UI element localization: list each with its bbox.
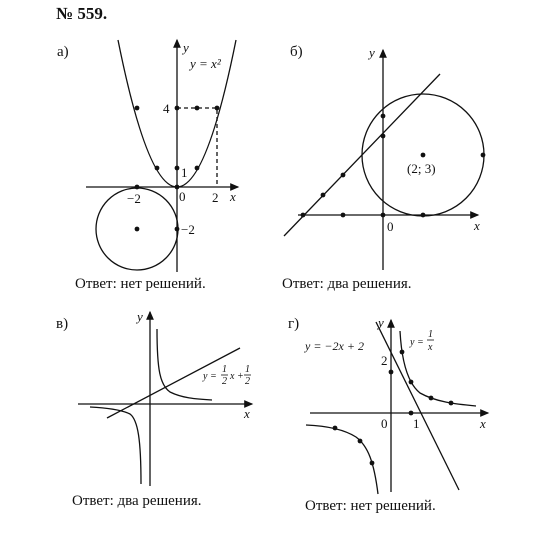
graph-g-hyperbola-label: y = 1 x	[409, 329, 434, 353]
graph-g-tick-2: 2	[381, 353, 388, 368]
graph-v-line	[106, 347, 241, 419]
answer-a: Ответ: нет решений.	[75, 276, 206, 292]
graph-a-tick-2: 2	[212, 190, 219, 205]
graph-a-point	[214, 105, 220, 111]
svg-text:2: 2	[222, 376, 227, 387]
svg-text:1: 1	[428, 329, 433, 340]
graph-g-point	[408, 410, 414, 416]
graph-g-hyperbola-right	[399, 330, 477, 407]
graph-a-point	[174, 226, 180, 232]
graph-b-point	[420, 212, 426, 218]
graph-a-y-label: y	[181, 40, 189, 55]
graph-b-point	[480, 152, 486, 158]
answer-v: Ответ: два решения.	[72, 493, 202, 509]
graph-g	[305, 318, 490, 495]
graph-a-tick-1: 1	[181, 165, 188, 180]
graph-g-tick-1: 1	[413, 416, 420, 431]
graph-v-hyperbola-left	[89, 406, 142, 485]
graph-g-point	[332, 425, 338, 431]
answer-b: Ответ: два решения.	[282, 276, 412, 292]
graph-a-points	[134, 105, 220, 232]
graph-a-point	[154, 165, 160, 171]
svg-text:x +: x +	[229, 371, 244, 382]
graph-v-y-label: y	[135, 309, 143, 324]
graph-b-point	[320, 192, 326, 198]
graph-a-point	[134, 184, 140, 190]
problem-number: № 559.	[56, 4, 108, 23]
graph-a-point	[174, 165, 180, 171]
panel-label-a: а)	[57, 44, 69, 60]
graph-a-tick-minus2-y: −2	[181, 222, 195, 237]
graph-b-center-label: (2; 3)	[407, 161, 436, 176]
graph-a-x-label: x	[229, 189, 236, 204]
graph-g-point	[428, 395, 434, 401]
svg-text:y =: y =	[202, 371, 217, 382]
graph-b-point	[380, 133, 386, 139]
panel-label-g: г)	[288, 316, 300, 332]
graph-a	[86, 38, 240, 272]
graph-b-circle-center	[420, 152, 426, 158]
svg-text:x: x	[427, 342, 433, 353]
graph-g-tick-0: 0	[381, 416, 388, 431]
graph-g-point	[357, 438, 363, 444]
graph-a-point	[134, 105, 140, 111]
graph-g-point	[369, 460, 375, 466]
svg-text:y =: y =	[409, 337, 424, 348]
graph-g-point	[448, 400, 454, 406]
graph-b-line	[283, 73, 441, 237]
svg-text:1: 1	[222, 364, 227, 375]
graph-a-tick-0: 0	[179, 189, 186, 204]
graph-v-line-label: y = 1 2 x + 1 2	[202, 364, 251, 387]
graph-a-point	[174, 105, 180, 111]
graph-g-line	[375, 321, 460, 491]
graph-a-point	[194, 165, 200, 171]
graph-v-hyperbola-right	[156, 328, 213, 401]
graph-b	[283, 48, 485, 270]
graph-a-point	[194, 105, 200, 111]
graph-g-hyperbola-left	[305, 424, 379, 495]
graph-a-point	[174, 184, 180, 190]
graph-b-point	[380, 212, 386, 218]
svg-text:2: 2	[245, 376, 250, 387]
graph-b-point	[300, 212, 306, 218]
graph-a-curve-label: y = x²	[188, 56, 222, 71]
graph-b-point	[340, 212, 346, 218]
graph-b-tick-0: 0	[387, 219, 394, 234]
graph-g-points	[332, 349, 454, 466]
graph-g-line-label: y = −2x + 2	[304, 339, 364, 353]
panel-label-v: в)	[56, 316, 69, 332]
graph-a-dashed-guide	[177, 107, 218, 187]
graph-b-x-label: x	[473, 218, 480, 233]
graph-g-point	[388, 369, 394, 375]
graph-a-tick-minus2-x: −2	[127, 191, 141, 206]
panel-label-b: б)	[290, 44, 303, 60]
graph-a-tick-4: 4	[163, 101, 170, 116]
answer-g: Ответ: нет решений.	[305, 498, 436, 514]
graph-b-points	[300, 113, 486, 218]
graph-b-point	[340, 172, 346, 178]
graph-v-x-label: x	[243, 406, 250, 421]
graph-a-circle-center	[134, 226, 140, 232]
graph-v	[78, 310, 254, 486]
graph-b-y-label: y	[367, 45, 375, 60]
graph-g-point	[408, 379, 414, 385]
graph-g-point	[399, 349, 405, 355]
graph-b-point	[380, 113, 386, 119]
svg-text:1: 1	[245, 364, 250, 375]
graph-g-y-label: y	[376, 315, 384, 330]
graph-g-x-label: x	[479, 416, 486, 431]
